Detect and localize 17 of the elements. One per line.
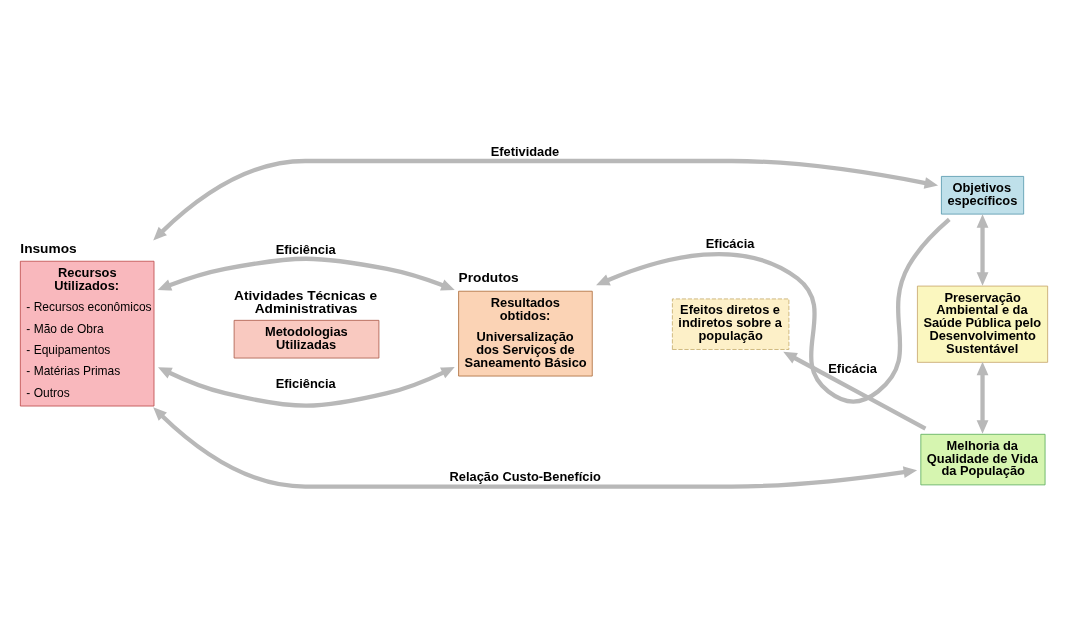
edge-label: Eficácia xyxy=(828,361,877,377)
edge-label: Relação Custo-Benefício xyxy=(449,469,601,485)
node-label: Atividades Técnicas e Administrativas xyxy=(234,287,378,317)
arrow xyxy=(976,361,989,434)
edge-label: Eficácia xyxy=(705,236,755,252)
edge-label: Eficiência xyxy=(275,376,336,392)
arrow xyxy=(153,158,939,241)
arrow xyxy=(153,407,918,489)
node-label: Insumos xyxy=(20,240,77,256)
arrow xyxy=(976,214,989,286)
arrow xyxy=(157,256,455,291)
edge-label: Efetividade xyxy=(490,143,560,159)
edge-label: Eficiência xyxy=(275,241,336,257)
node-label: Produtos xyxy=(458,270,519,286)
arrow xyxy=(783,351,927,431)
arrow xyxy=(596,217,951,404)
arrow xyxy=(158,367,455,408)
